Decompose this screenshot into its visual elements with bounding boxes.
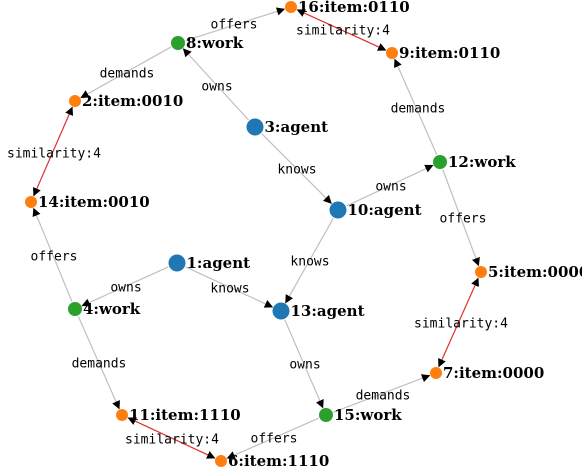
node-label: 1:agent xyxy=(187,254,251,272)
node-item: 7:item:0000 xyxy=(430,364,544,382)
edge-label: demands xyxy=(72,357,127,372)
node-label: 2:item:0010 xyxy=(82,92,183,110)
edge-offers xyxy=(32,207,73,302)
node-label: 6:item:1110 xyxy=(228,452,329,469)
edge-label: offers xyxy=(251,432,298,447)
node-item: 16:item:0110 xyxy=(285,0,410,16)
work-node-marker xyxy=(319,408,333,422)
edge-knows xyxy=(261,133,332,204)
edge-demands xyxy=(394,58,438,155)
edge-label: knows xyxy=(290,255,329,270)
node-label: 9:item:0110 xyxy=(399,44,500,62)
edge-label: demands xyxy=(356,389,411,404)
edge-similarity-4 xyxy=(32,106,74,197)
edge-similarity-4 xyxy=(438,277,479,368)
node-label: 7:item:0000 xyxy=(443,364,544,382)
edge-label: owns xyxy=(289,358,320,373)
node-label: 10:agent xyxy=(348,201,422,219)
nodes-layer: 16:item:0110 8:work 9:item:0110 2:item:0010… xyxy=(25,0,582,469)
edge-label: knows xyxy=(277,163,316,178)
agent-node-marker xyxy=(329,201,347,219)
node-label: 3:agent xyxy=(265,118,329,136)
edge-owns xyxy=(284,319,324,409)
item-node-marker xyxy=(215,455,227,467)
item-node-marker xyxy=(69,95,81,107)
item-node-marker xyxy=(475,266,487,278)
node-label: 5:item:0000 xyxy=(488,263,582,281)
edge-offers xyxy=(226,417,319,460)
item-node-marker xyxy=(25,196,37,208)
node-label: 11:item:1110 xyxy=(129,406,241,424)
edges-layer xyxy=(32,7,480,460)
edge-label: similarity:4 xyxy=(7,147,101,162)
edge-knows xyxy=(285,217,334,304)
node-work: 4:work xyxy=(68,300,141,318)
agent-node-marker xyxy=(272,302,290,320)
node-work: 12:work xyxy=(433,153,516,171)
node-agent: 10:agent xyxy=(329,201,422,219)
edge-offers xyxy=(442,169,480,267)
item-node-marker xyxy=(116,409,128,421)
node-work: 8:work xyxy=(171,34,244,52)
agent-node-marker xyxy=(168,254,186,272)
node-work: 15:work xyxy=(319,406,402,424)
work-node-marker xyxy=(68,302,82,316)
edge-owns xyxy=(182,48,250,121)
node-label: 14:item:0010 xyxy=(38,193,150,211)
node-label: 4:work xyxy=(83,300,141,318)
node-label: 12:work xyxy=(448,153,516,171)
edge-demands xyxy=(77,316,120,410)
node-item: 11:item:1110 xyxy=(116,406,241,424)
edge-label: knows xyxy=(210,282,249,297)
edge-label: similarity:4 xyxy=(125,433,219,448)
node-item: 5:item:0000 xyxy=(475,263,582,281)
agent-node-marker xyxy=(246,118,264,136)
edge-label: offers xyxy=(31,250,78,265)
item-node-marker xyxy=(285,1,297,13)
edge-label: offers xyxy=(211,18,258,33)
node-item: 9:item:0110 xyxy=(386,44,500,62)
edge-knows xyxy=(185,266,274,308)
edge-similarity-4 xyxy=(127,417,216,459)
edge-label: owns xyxy=(201,80,232,95)
work-node-marker xyxy=(171,36,185,50)
edge-similarity-4 xyxy=(296,9,387,51)
edge-offers xyxy=(185,7,286,42)
node-label: 8:work xyxy=(186,34,244,52)
item-node-marker xyxy=(386,47,398,59)
edge-label: similarity:4 xyxy=(414,317,508,332)
edge-label: owns xyxy=(375,180,406,195)
edge-label: demands xyxy=(391,102,446,117)
node-agent: 1:agent xyxy=(168,254,251,272)
edge-demands xyxy=(80,46,172,99)
node-item: 14:item:0010 xyxy=(25,193,150,211)
node-agent: 13:agent xyxy=(272,302,365,320)
edge-labels-layer: offers similarity:4 demands owns demands simi… xyxy=(7,18,508,448)
node-label: 15:work xyxy=(334,406,402,424)
node-label: 13:agent xyxy=(291,302,365,320)
edge-owns xyxy=(346,164,434,207)
node-item: 6:item:1110 xyxy=(215,452,329,469)
edge-label: demands xyxy=(100,67,155,82)
item-node-marker xyxy=(430,367,442,379)
edge-demands xyxy=(333,374,431,413)
node-item: 2:item:0010 xyxy=(69,92,183,110)
edge-label: owns xyxy=(110,281,141,296)
node-label: 16:item:0110 xyxy=(298,0,410,16)
edge-owns xyxy=(81,266,169,307)
edge-label: offers xyxy=(440,212,487,227)
edge-label: similarity:4 xyxy=(296,24,390,39)
work-node-marker xyxy=(433,155,447,169)
node-agent: 3:agent xyxy=(246,118,329,136)
